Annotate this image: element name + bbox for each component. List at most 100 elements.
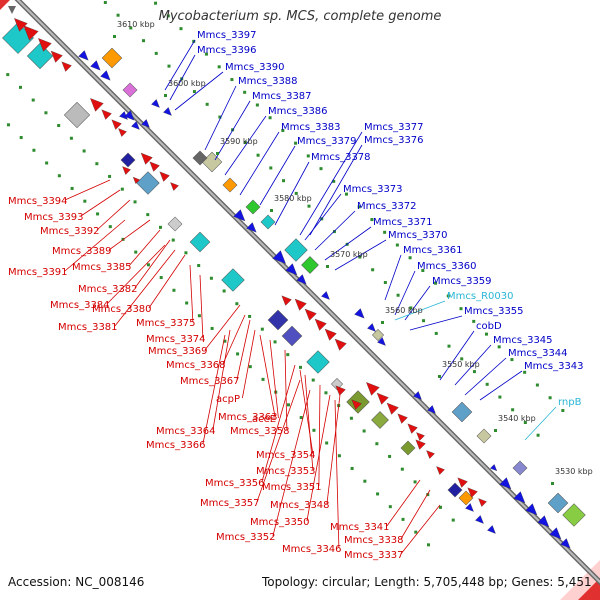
ruler-dot	[344, 192, 348, 196]
forward-gene-label: Mmcs_3397	[197, 30, 257, 41]
ruler-dot	[133, 200, 137, 204]
ruler-dot	[223, 339, 227, 343]
ruler-dot	[281, 128, 285, 132]
reverse-gene-label: Mmcs_3338	[344, 535, 404, 546]
reverse-label-leader	[134, 239, 171, 289]
forward-label-leader	[169, 54, 196, 101]
reverse-feature-arrow	[50, 50, 63, 63]
reverse-gene-label: Mmcs_3374	[146, 334, 206, 345]
ruler-dot	[192, 90, 196, 94]
gene-labels: Mmcs_3397Mmcs_3396Mmcs_3390Mmcs_3388Mmcs…	[8, 30, 584, 561]
cog-block	[192, 150, 208, 166]
reverse-feature-arrow	[281, 295, 292, 306]
ruler-dot	[511, 408, 515, 412]
reverse-label-leader	[108, 219, 151, 251]
cog-blocks	[2, 22, 586, 527]
cog-block	[547, 492, 569, 514]
ruler-dot	[134, 250, 138, 254]
reverse-feature-arrow	[324, 328, 337, 341]
reverse-gene-label: Mmcs_3366	[146, 440, 206, 451]
forward-label-leader	[524, 406, 557, 441]
cog-block	[371, 411, 389, 429]
reverse-gene-label: Mmcs_3363	[218, 412, 278, 423]
ruler-dot	[451, 518, 455, 522]
reverse-feature-arrow	[415, 439, 426, 450]
ruler-dot	[401, 517, 405, 521]
ruler-dot	[103, 0, 107, 4]
ruler-dot	[70, 186, 74, 190]
ruler-dot	[18, 85, 22, 89]
ruler-dot	[57, 124, 61, 128]
cog-block	[306, 350, 330, 374]
reverse-feature-arrow	[407, 423, 418, 434]
forward-feature-arrow	[141, 119, 150, 128]
forward-label-leader	[164, 39, 196, 91]
ruler-dot	[383, 230, 387, 234]
forward-label-leader	[384, 254, 402, 301]
reverse-gene-label: Mmcs_3389	[52, 246, 112, 257]
ruler-dot	[332, 179, 336, 183]
forward-label-leader	[214, 100, 251, 161]
ruler-dot	[358, 255, 362, 259]
ruler-dot	[413, 480, 417, 484]
forward-gene-label: Mmcs_3379	[297, 136, 357, 147]
reverse-strand-features	[14, 18, 487, 507]
ruler-dot	[217, 65, 221, 69]
reverse-label-leader	[261, 364, 296, 483]
reverse-gene-label: Mmcs_3394	[8, 196, 68, 207]
reverse-label-leader	[114, 249, 176, 327]
reverse-label-leader	[272, 389, 311, 537]
reverse-label-leader	[199, 274, 204, 339]
ruler-dots	[6, 0, 565, 547]
ruler-dot	[306, 154, 310, 158]
forward-feature-arrow	[487, 525, 496, 534]
reverse-feature-arrow	[351, 399, 362, 410]
scale-tick-label: 3600 kbp	[168, 79, 206, 88]
ruler-dot	[197, 314, 201, 318]
reverse-gene-label: Mmcs_3375	[136, 318, 196, 329]
label-leader-lines	[64, 39, 557, 555]
reverse-gene-label: Mmcs_3358	[230, 426, 290, 437]
cog-block	[136, 171, 160, 195]
ruler-dot	[82, 149, 86, 153]
forward-gene-label: Mmcs_3343	[524, 361, 584, 372]
ruler-dot	[261, 377, 265, 381]
ruler-dot	[523, 370, 527, 374]
ruler-dot	[497, 345, 501, 349]
reverse-gene-label: Mmcs_3385	[72, 262, 132, 273]
reverse-label-leader	[222, 314, 246, 365]
ruler-dot	[548, 396, 552, 400]
scale-tick-label: 3590 kbp	[220, 137, 258, 146]
reverse-feature-arrow	[478, 498, 487, 507]
reverse-label-leader	[318, 384, 321, 487]
cog-block	[562, 503, 586, 527]
ruler-dot	[6, 123, 10, 127]
ruler-dot	[282, 179, 286, 183]
ruler-dot	[349, 416, 353, 420]
forward-feature-arrow	[549, 527, 562, 540]
scale-tick-mark	[381, 321, 384, 324]
cog-block	[101, 47, 123, 69]
scale-tick-label: 3540 kbp	[498, 414, 536, 423]
forward-label-leader	[334, 239, 387, 271]
ruler-dot	[414, 530, 418, 534]
ruler-dot	[523, 421, 527, 425]
ruler-dot	[472, 370, 476, 374]
ruler-dot	[120, 187, 124, 191]
ruler-dot	[179, 27, 183, 31]
forward-label-leader	[324, 226, 372, 261]
ruler-dot	[210, 326, 214, 330]
scale-tick-mark	[326, 265, 329, 268]
forward-label-leader	[394, 300, 446, 321]
ruler-dot	[236, 352, 240, 356]
scale-tick-label: 3560 kbp	[385, 306, 423, 315]
reverse-feature-arrow	[111, 119, 122, 130]
ruler-dot	[209, 276, 213, 280]
ruler-dot	[535, 383, 539, 387]
reverse-label-leader	[400, 489, 431, 540]
ruler-dot	[434, 331, 438, 335]
ruler-dot	[158, 225, 162, 229]
reverse-label-leader	[64, 219, 126, 272]
reverse-gene-label: Mmcs_3384	[50, 300, 110, 311]
